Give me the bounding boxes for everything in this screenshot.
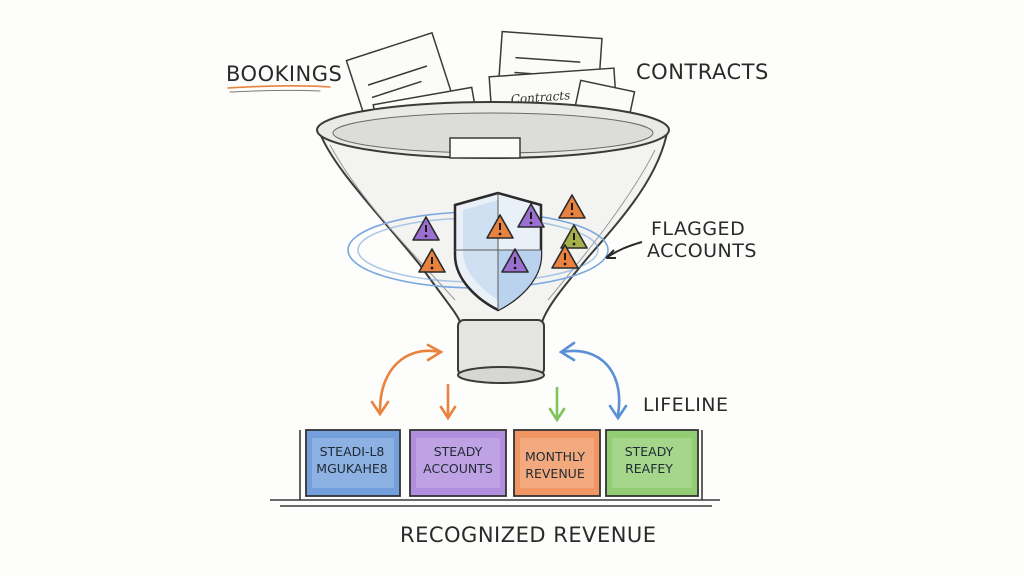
bookings-underline bbox=[227, 85, 331, 93]
box-label-2: STEADY ACCOUNTS bbox=[413, 443, 503, 477]
warning-icon bbox=[412, 216, 440, 241]
box-label-line: REAFEY bbox=[625, 461, 673, 476]
warning-icon bbox=[551, 244, 579, 269]
warning-icons bbox=[412, 194, 588, 273]
revenue-box bbox=[513, 429, 601, 497]
warning-icon bbox=[560, 224, 588, 249]
funnel-shading bbox=[329, 144, 456, 301]
warning-icon bbox=[486, 214, 514, 239]
recognized-revenue-label: RECOGNIZED REVENUE bbox=[400, 523, 657, 547]
warning-icon bbox=[501, 248, 529, 273]
warning-icon bbox=[558, 194, 586, 219]
flow-arrow-green bbox=[548, 386, 566, 423]
box-label-line: MGUKAHE8 bbox=[316, 461, 388, 476]
flagged-pointer-arrow bbox=[605, 241, 643, 259]
box-label-line: STEADI-L8 bbox=[319, 444, 385, 459]
contracts-label: CONTRACTS bbox=[636, 60, 769, 84]
funnel-shading bbox=[547, 149, 656, 301]
flagged-label-line2: ACCOUNTS bbox=[647, 240, 757, 262]
flow-arrow-orange bbox=[370, 343, 457, 421]
box-label-3: MONTHLY REVENUE bbox=[515, 448, 595, 482]
box-label-1: STEADI-L8 MGUKAHE8 bbox=[311, 443, 393, 477]
revenue-box bbox=[409, 429, 507, 497]
box-label-4: STEADY REAFEY bbox=[608, 443, 690, 477]
warning-icon bbox=[418, 248, 446, 273]
box-label-line: STEADY bbox=[433, 444, 483, 459]
box-label-line: MONTHLY bbox=[525, 449, 585, 464]
revenue-box bbox=[605, 429, 699, 497]
warning-icon bbox=[517, 203, 545, 228]
bookings-label: BOOKINGS bbox=[226, 62, 343, 86]
document-sheet bbox=[449, 137, 521, 159]
box-label-line: STEADY bbox=[624, 444, 674, 459]
base-shelf bbox=[270, 430, 720, 507]
flagged-label-line1: FLAGGED bbox=[651, 218, 746, 240]
box-label-line: REVENUE bbox=[525, 466, 585, 481]
box-label-line: ACCOUNTS bbox=[423, 461, 493, 476]
revenue-box bbox=[305, 429, 401, 497]
shield-icon bbox=[453, 191, 543, 312]
funnel-spout-end bbox=[457, 366, 545, 384]
lifeline-label: LIFELINE bbox=[643, 394, 729, 416]
flow-arrow-blue bbox=[558, 341, 628, 421]
revenue-boxes bbox=[305, 429, 699, 497]
